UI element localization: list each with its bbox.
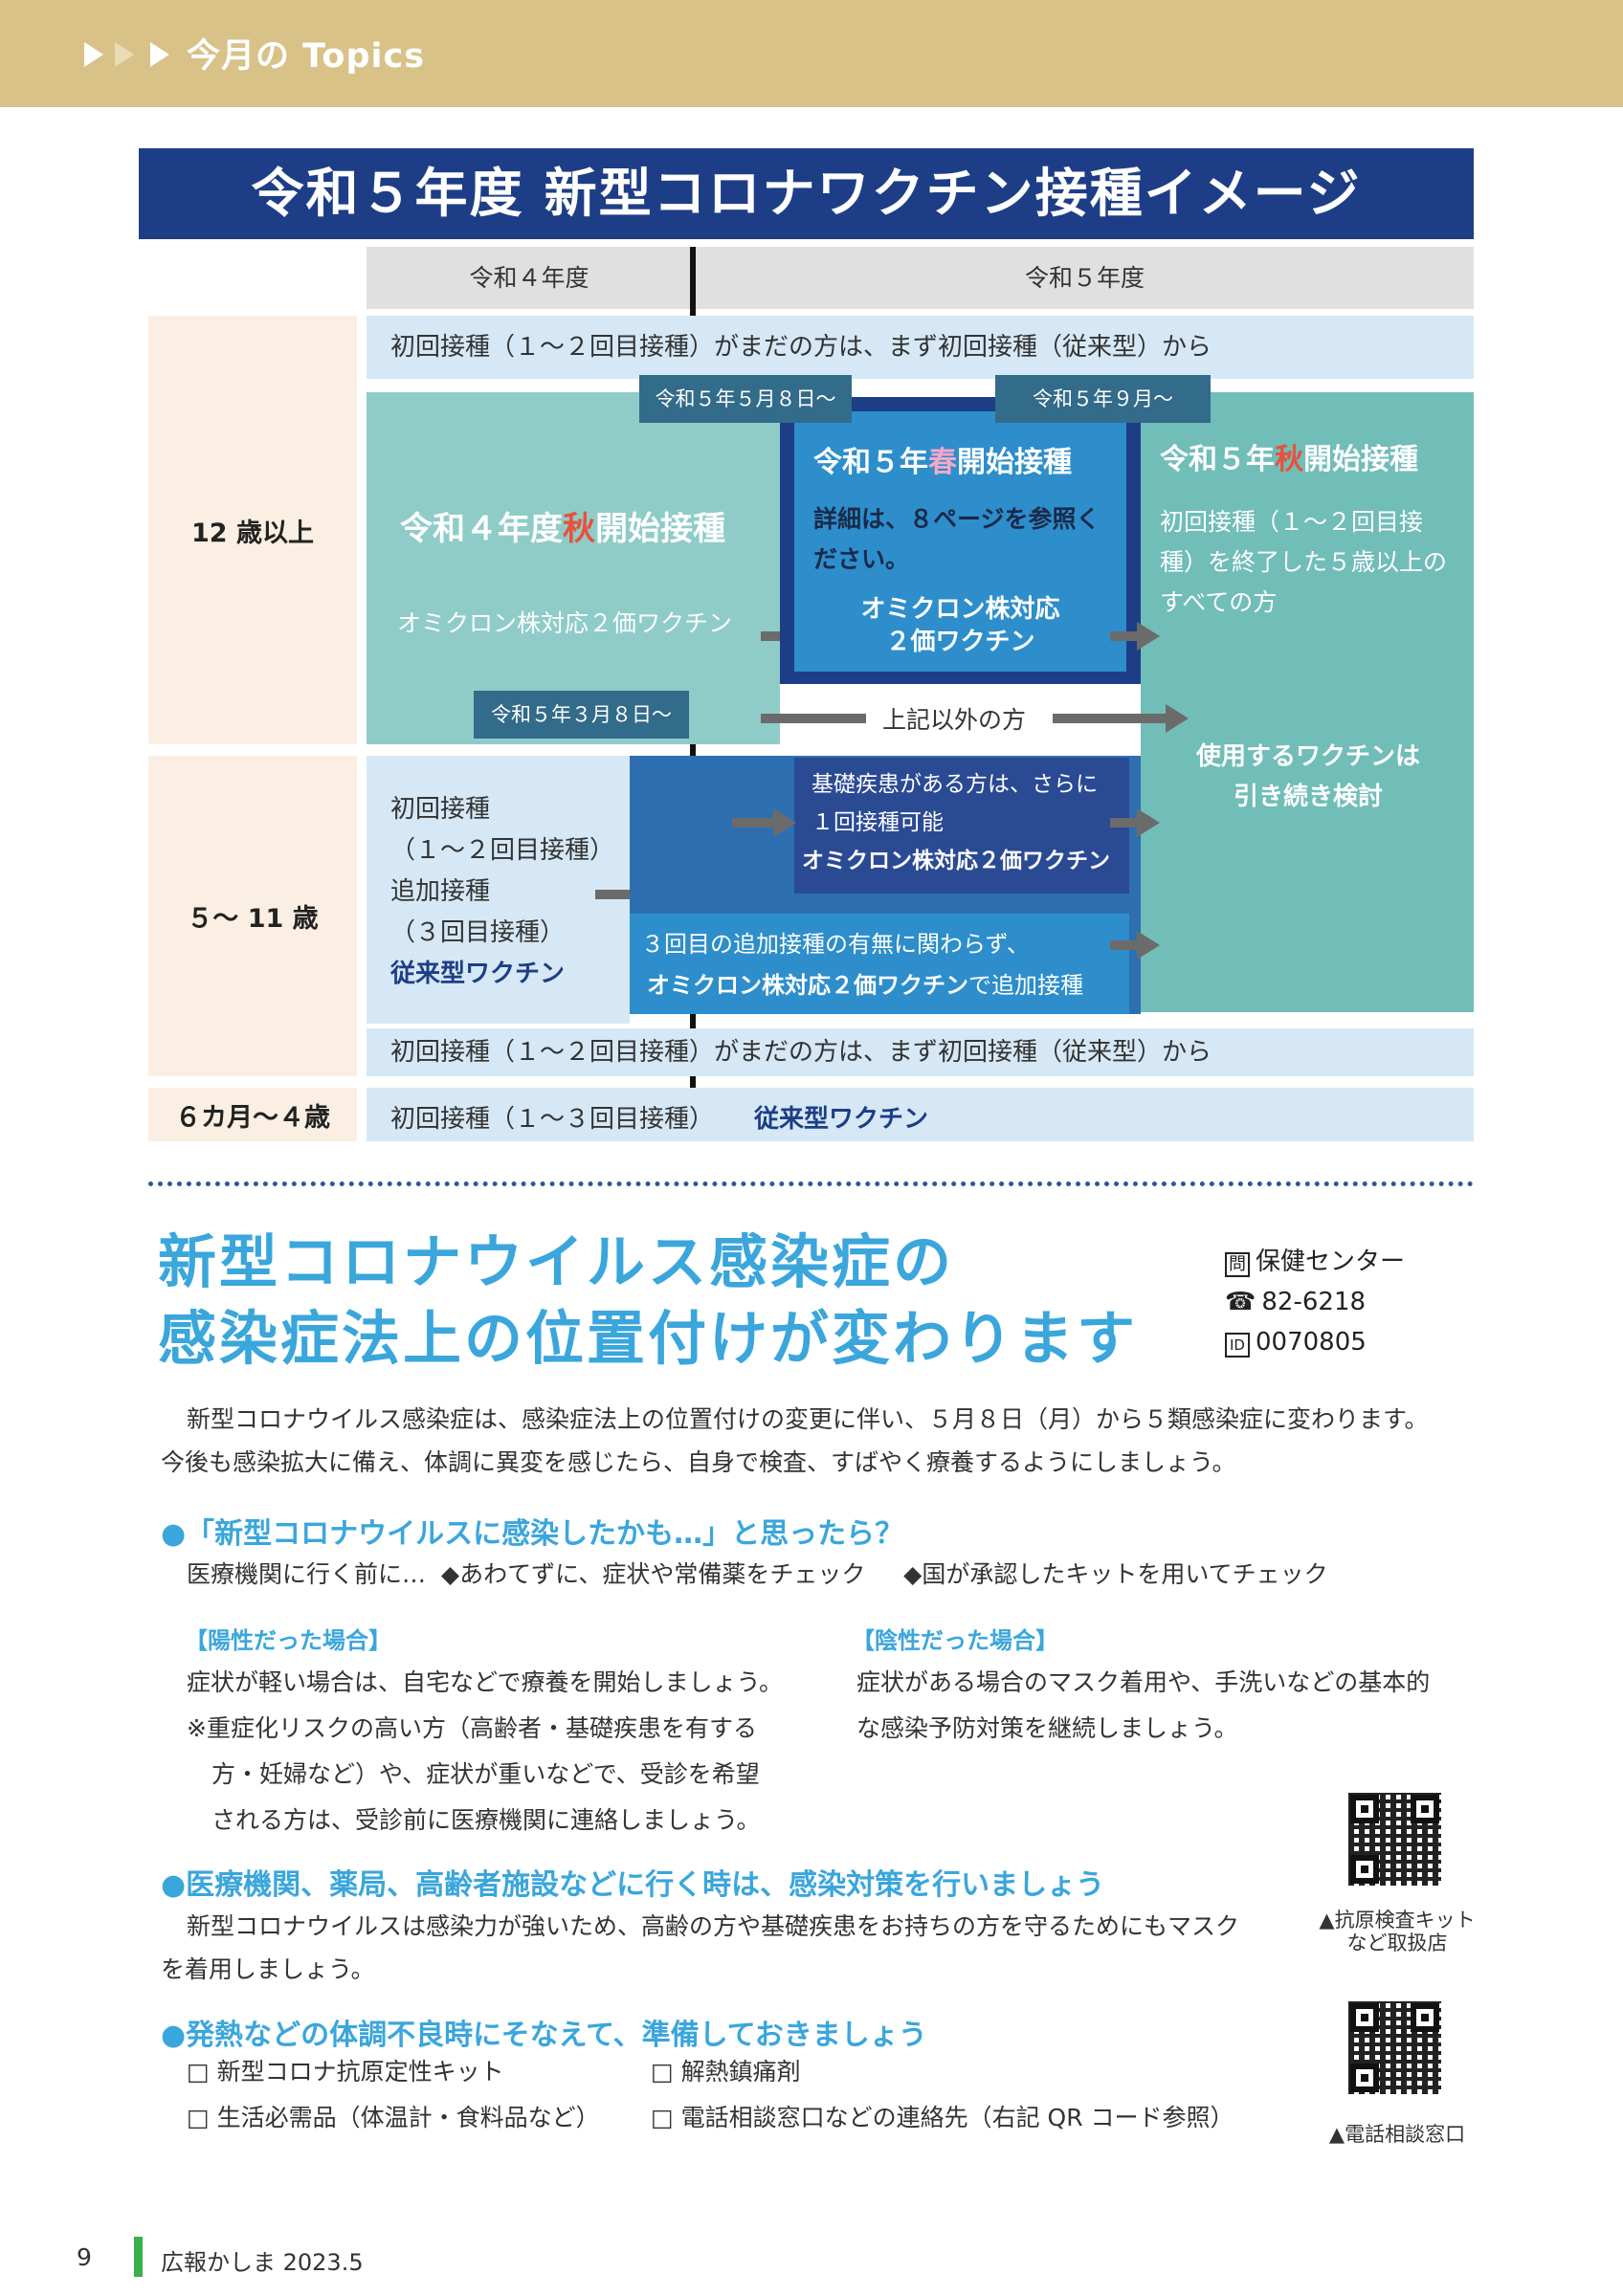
age-label-12plus: 12 歳以上 (148, 316, 357, 744)
arrow-icon (1053, 704, 1189, 733)
r5-autumn-panel: 令和５年秋開始接種 初回接種（１～２回目接種）を終了した５歳以上のすべての方 使… (1141, 392, 1474, 1012)
heading-visit: ●医療機関、薬局、高齢者施設などに行く時は、感染対策を行いましょう (161, 1868, 1105, 1902)
qr-caption-phone: ▲電話相談窓口 (1328, 2123, 1466, 2146)
arrow-icon (1110, 931, 1160, 960)
check-item: □ 新型コロナ抗原定性キット (187, 2058, 504, 2086)
r5-spring-vaccine: オミクロン株対応 ２価ワクチン (860, 595, 1060, 656)
footer-accent-bar (134, 2237, 143, 2277)
r5-autumn-title: 令和５年秋開始接種 (1160, 443, 1418, 476)
positive-text: 症状が軽い場合は、自宅などで療養を開始しましょう。 ※重症化リスクの高い方（高齢… (187, 1668, 784, 1834)
first-dose-note-top: 初回接種（１～２回目接種）がまだの方は、まず初回接種（従来型）から (367, 316, 1474, 379)
tag-sep: 令和５年９月～ (995, 375, 1211, 423)
check-item: □ 生活必需品（体温計・食料品など） (187, 2104, 600, 2131)
qr-caption-test-kit: ▲抗原検査キット など取扱店 (1319, 1909, 1476, 1954)
tag-may: 令和５年５月８日～ (639, 375, 852, 423)
child-basic-box: 基礎疾患がある方は、さらに １回接種可能 オミクロン株対応２価ワクチン (794, 758, 1129, 894)
phone-icon: ☎ (1225, 1288, 1256, 1316)
arrow-icon (732, 808, 796, 837)
infant-vaccine: 従来型ワクチン (754, 1105, 929, 1134)
child-basic-text: 基礎疾患がある方は、さらに １回接種可能 (812, 772, 1098, 835)
child-left-line: 初回接種 (390, 795, 491, 824)
contact-org: 問保健センター (1225, 1242, 1405, 1282)
year-header-r5: 令和５年度 (696, 247, 1474, 309)
child-booster-text: ３回目の追加接種の有無に関わらず、 (641, 931, 1030, 958)
negative-title: 【陰性だった場合】 (852, 1627, 1058, 1654)
id-icon: ID (1225, 1333, 1250, 1358)
visit-line-2: を着用しましょう。 (161, 1955, 375, 1983)
arrow-icon (1110, 808, 1160, 837)
article-title: 新型コロナウイルス感染症の 感染症法上の位置付けが変わります (158, 1228, 1139, 1373)
r5-autumn-vaccine: 使用するワクチンは 引き続き検討 (1195, 742, 1420, 811)
qr-code-phone-consult[interactable] (1345, 1998, 1445, 2098)
child-basic-vaccine: オミクロン株対応２価ワクチン (802, 849, 1110, 873)
child-left-line: （３回目接種） (390, 918, 566, 947)
others-label: 上記以外の方 (882, 706, 1027, 734)
check-item: □ 解熱鎮痛剤 (651, 2058, 801, 2086)
qr-code-test-kit[interactable] (1345, 1789, 1445, 1889)
inquiry-icon: 問 (1225, 1252, 1250, 1277)
age-label-6m4: ６カ月～４歳 (148, 1088, 357, 1141)
heading-infected-sub: 医療機関に行く前に… ◆あわてずに、症状や常備薬をチェック ◆国が承認したキット… (187, 1560, 1328, 1588)
visit-line-1: 新型コロナウイルスは感染力が強いため、高齢の方や基礎疾患をお持ちの方を守るために… (187, 1912, 1240, 1940)
r4-autumn-vaccine: オミクロン株対応２価ワクチン (397, 609, 733, 637)
intro-line-2: 今後も感染拡大に備え、体調に異変を感じたら、自身で検査、すばやく療養するようにし… (161, 1448, 1236, 1476)
triangle-outline-icon (115, 42, 134, 67)
child-left-vaccine: 従来型ワクチン (390, 960, 566, 988)
publication-name: 広報かしま 2023.5 (161, 2249, 364, 2276)
triangle-icon (150, 42, 169, 67)
child-booster-line: オミクロン株対応２価ワクチンで追加接種 (647, 972, 1083, 999)
chart-banner-title: 令和５年度 新型コロナワクチン接種イメージ (139, 148, 1474, 239)
age-label-5to11: ５～ 11 歳 (148, 756, 357, 1076)
child-left-panel: 初回接種 （１～２回目接種） 追加接種 （３回目接種） 従来型ワクチン (367, 756, 630, 1024)
heading-infected: ●「新型コロナウイルスに感染したかも…」と思ったら？ (161, 1517, 904, 1551)
first-dose-note-bottom: 初回接種（１～２回目接種）がまだの方は、まず初回接種（従来型）から (367, 1028, 1474, 1076)
infant-text: 初回接種（１～３回目接種） (390, 1105, 715, 1134)
page-header: 今月の Topics (0, 0, 1623, 107)
r5-spring-title: 令和５年春開始接種 (813, 446, 1072, 479)
section-title: 今月の Topics (187, 37, 426, 76)
tag-mar: 令和５年３月８日～ (474, 691, 689, 739)
page-number: 9 (77, 2243, 92, 2271)
triangle-icon (84, 42, 103, 67)
r5-spring-detail: 詳細は、８ページを参照ください。 (813, 505, 1101, 573)
r4-autumn-panel: 令和４年度秋開始接種 オミクロン株対応２価ワクチン (367, 392, 780, 744)
others-line (761, 714, 866, 723)
child-left-line: 追加接種 (390, 877, 491, 906)
intro-line-1: 新型コロナウイルス感染症は、感染症法上の位置付けの変更に伴い、５月８日（月）から… (187, 1405, 1429, 1433)
infant-row: 初回接種（１～３回目接種） 従来型ワクチン (367, 1088, 1474, 1141)
r4-autumn-title: 令和４年度秋開始接種 (400, 510, 725, 548)
dotted-separator (148, 1181, 1474, 1186)
arrow-icon (1110, 622, 1160, 651)
child-left-list: 初回接種 （１～２回目接種） 追加接種 （３回目接種） 従来型ワクチン (390, 789, 614, 995)
year-header-r4: 令和４年度 (367, 247, 692, 309)
heading-prepare: ●発熱などの体調不良時にそなえて、準備しておきましょう (161, 2019, 927, 2052)
r5-spring-panel: 令和５年春開始接種 詳細は、８ページを参照ください。 オミクロン株対応 ２価ワク… (794, 411, 1126, 672)
r5-autumn-detail: 初回接種（１～２回目接種）を終了した５歳以上のすべての方 (1160, 508, 1448, 616)
check-item: □ 電話相談窓口などの連絡先（右記 QR コード参照） (651, 2104, 1234, 2131)
negative-text: 症状がある場合のマスク着用や、手洗いなどの基本的 な感染予防対策を継続しましょう… (856, 1668, 1431, 1742)
contact-tel: ☎82-6218 (1225, 1288, 1367, 1316)
child-left-line: （１～２回目接種） (390, 836, 615, 865)
child-booster-box: ３回目の追加接種の有無に関わらず、 オミクロン株対応２価ワクチンで追加接種 (630, 914, 1129, 1014)
positive-title: 【陽性だった場合】 (185, 1627, 391, 1654)
